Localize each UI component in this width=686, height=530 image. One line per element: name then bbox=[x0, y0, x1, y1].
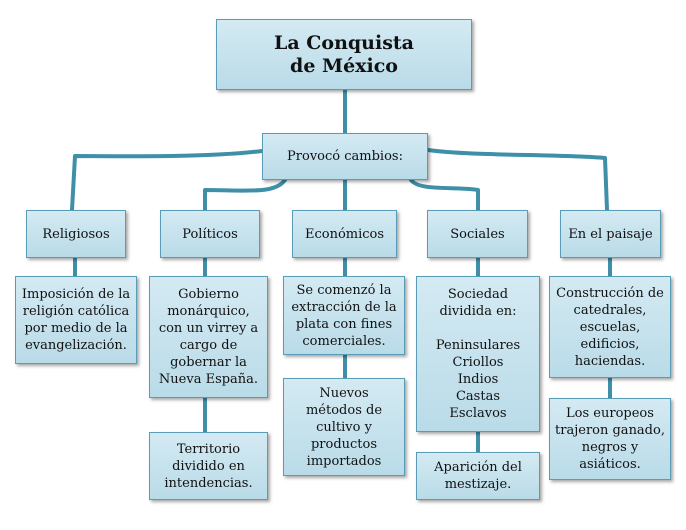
detail-line: métodos de bbox=[305, 402, 383, 418]
category-label: Religiosos bbox=[42, 226, 110, 242]
detail-sociales-mestizaje: Aparición del mestizaje. bbox=[416, 452, 540, 500]
detail-line: Los europeos bbox=[566, 406, 654, 421]
detail-economicos-cultivo: Nuevos métodos de cultivo y productos im… bbox=[283, 378, 405, 476]
detail-line: evangelización. bbox=[25, 338, 127, 353]
category-politicos: Políticos bbox=[160, 210, 260, 258]
detail-sociales-sociedad: Sociedad dividida en: Peninsulares Criol… bbox=[416, 276, 540, 432]
detail-line: Gobierno bbox=[178, 287, 239, 302]
detail-line: cargo de bbox=[179, 338, 238, 353]
detail-line: Se comenzó la bbox=[296, 282, 392, 298]
detail-line: productos bbox=[310, 436, 378, 452]
detail-economicos-plata: Se comenzó la extracción de la plata con… bbox=[283, 276, 405, 355]
category-economicos: Económicos bbox=[292, 210, 397, 258]
detail-line: Aparición del bbox=[434, 460, 522, 475]
detail-line: religión católica bbox=[22, 304, 130, 319]
detail-line: negros y bbox=[581, 440, 639, 455]
detail-line: Nuevos bbox=[319, 385, 369, 401]
detail-line: plata con fines bbox=[295, 316, 393, 332]
detail-line: Sociedad bbox=[447, 287, 509, 302]
detail-line: cultivo y bbox=[316, 419, 372, 435]
title-line: La Conquista bbox=[274, 31, 414, 54]
category-sociales: Sociales bbox=[427, 210, 528, 258]
title-box: La Conquista de México bbox=[216, 19, 472, 90]
detail-list-item: Castas bbox=[455, 389, 500, 404]
detail-line: por medio de la bbox=[24, 321, 128, 336]
detail-list-item: Criollos bbox=[452, 355, 504, 370]
category-label: Políticos bbox=[182, 226, 238, 242]
detail-politicos-territorio: Territorio dividido en intendencias. bbox=[149, 432, 268, 500]
detail-line: comerciales. bbox=[302, 333, 386, 349]
detail-line: monárquico, bbox=[167, 304, 250, 319]
category-label: Económicos bbox=[304, 226, 385, 242]
detail-religiosos: Imposición de la religión católica por m… bbox=[15, 276, 137, 364]
detail-line: gobernar la bbox=[170, 355, 247, 370]
detail-line: edificios, bbox=[580, 336, 640, 352]
hub-label: Provocó cambios: bbox=[287, 149, 403, 164]
detail-line: Nueva España. bbox=[158, 372, 259, 387]
category-paisaje: En el paisaje bbox=[560, 210, 661, 258]
detail-line: trajeron ganado, bbox=[555, 423, 665, 438]
detail-line: con un virrey a bbox=[158, 321, 259, 336]
detail-list-item: Indios bbox=[457, 372, 499, 387]
detail-line: extracción de la bbox=[291, 299, 397, 315]
category-label: En el paisaje bbox=[568, 226, 653, 242]
detail-line: Imposición de la bbox=[21, 287, 131, 302]
detail-line: haciendas. bbox=[574, 353, 646, 369]
category-label: Sociales bbox=[450, 226, 505, 242]
hub-box: Provocó cambios: bbox=[262, 133, 428, 180]
detail-line: asiáticos. bbox=[579, 457, 641, 472]
detail-line: mestizaje. bbox=[444, 477, 512, 492]
detail-line: Construcción de bbox=[556, 285, 664, 301]
detail-line: intendencias. bbox=[164, 475, 253, 491]
detail-line: dividida en: bbox=[439, 304, 517, 319]
detail-line: dividido en bbox=[172, 458, 245, 474]
detail-line: importados bbox=[306, 453, 382, 469]
detail-line: Territorio bbox=[176, 441, 241, 457]
detail-line: escuelas, bbox=[579, 319, 641, 335]
detail-line: catedrales, bbox=[573, 302, 647, 318]
detail-paisaje-europeos: Los europeos trajeron ganado, negros y a… bbox=[549, 398, 671, 480]
category-religiosos: Religiosos bbox=[26, 210, 126, 258]
detail-list-item: Peninsulares bbox=[435, 338, 521, 353]
detail-paisaje-construccion: Construcción de catedrales, escuelas, ed… bbox=[549, 276, 671, 378]
title-line: de México bbox=[290, 54, 398, 77]
detail-politicos-gobierno: Gobierno monárquico, con un virrey a car… bbox=[149, 276, 268, 398]
detail-list-item: Esclavos bbox=[449, 406, 507, 421]
